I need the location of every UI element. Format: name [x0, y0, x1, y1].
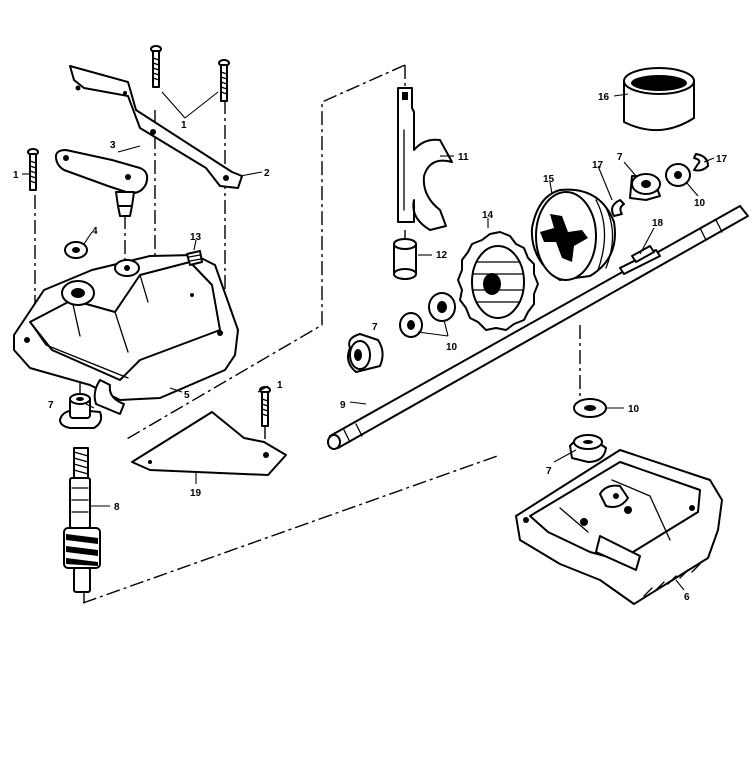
washer-small — [64, 241, 88, 259]
callout-housing-upper: 5 — [184, 390, 190, 401]
washer-right — [665, 163, 691, 187]
callout-worm-shaft: 8 — [114, 502, 120, 513]
housing-upper — [13, 254, 239, 415]
callout-plate: 19 — [190, 488, 202, 499]
worm-shaft — [63, 447, 101, 593]
ring-a — [611, 199, 625, 217]
washers-pair — [399, 292, 456, 338]
callout-clutch: 15 — [543, 174, 555, 185]
callout-washers-pair: 10 — [446, 342, 458, 353]
callout-plug: 13 — [190, 232, 202, 243]
leader-lines — [22, 91, 715, 591]
ring-b — [693, 153, 709, 172]
gear — [457, 231, 539, 331]
bearing-lower — [569, 434, 607, 463]
callout-bearing-left: 7 — [48, 400, 54, 411]
callout-shift-lever: 3 — [110, 140, 116, 151]
callout-ring-b: 17 — [716, 154, 728, 165]
callout-shift-fork: 11 — [458, 152, 469, 163]
callout-washer-lower: 10 — [628, 404, 640, 415]
callout-key: 18 — [652, 218, 664, 229]
callout-screw-right: 1 — [277, 380, 283, 391]
bushing — [623, 67, 695, 132]
callout-bracket: 2 — [264, 168, 270, 179]
callout-screw-left: 1 — [13, 170, 19, 181]
clutch — [530, 188, 616, 281]
callout-axle: 9 — [340, 400, 346, 411]
screw-right — [259, 386, 271, 427]
bearing-right-top — [629, 173, 661, 201]
callout-bearing-lower: 7 — [546, 466, 552, 477]
plate — [131, 411, 287, 476]
callout-numbers: 1 1 1 2 3 4 13 5 7 8 19 9 7 10 11 12 14 … — [13, 92, 728, 603]
callout-washer-small: 4 — [92, 226, 98, 237]
callout-ring-a: 17 — [592, 160, 604, 171]
bearing-left — [59, 393, 103, 429]
housing-lower — [515, 449, 723, 605]
key — [631, 245, 655, 263]
washer-lower — [573, 398, 607, 418]
shift-lever — [54, 149, 149, 217]
screw-top-b — [218, 59, 230, 102]
callout-bearing-right-top: 7 — [617, 152, 623, 163]
callout-housing-lower: 6 — [684, 592, 690, 603]
spacer — [393, 238, 417, 280]
screw-left — [27, 148, 39, 191]
screw-top-a — [150, 45, 162, 88]
bearing-shaft-left — [347, 333, 384, 373]
callout-washer-right: 10 — [694, 198, 706, 209]
bracket — [69, 65, 243, 189]
callout-gear: 14 — [482, 210, 494, 221]
plug — [186, 250, 203, 266]
callout-bearing-shaft-left: 7 — [372, 322, 378, 333]
callout-screw-top: 1 — [181, 120, 187, 131]
callout-bushing: 16 — [598, 92, 610, 103]
callout-spacer: 12 — [436, 250, 448, 261]
shift-fork — [397, 87, 453, 231]
axle — [327, 205, 749, 450]
